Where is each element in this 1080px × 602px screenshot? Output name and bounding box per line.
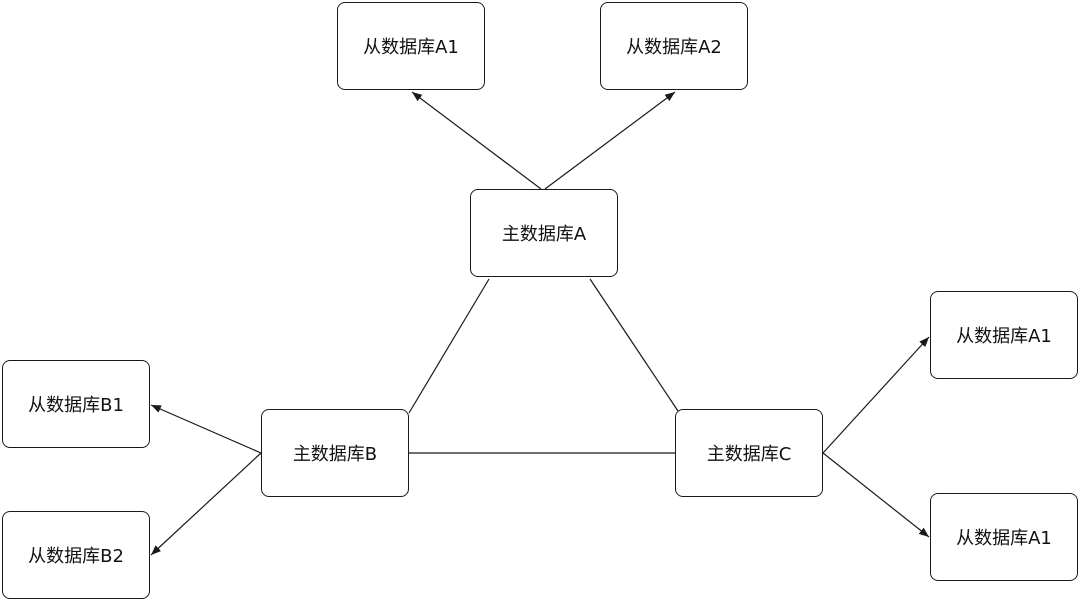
slave-db-c2-node: 从数据库A1 <box>930 493 1078 581</box>
slave-db-a1-node: 从数据库A1 <box>337 2 485 90</box>
edge-master-c-slave-c1 <box>822 336 930 454</box>
edge-master-a-master-b <box>408 278 490 414</box>
slave-db-b1-node: 从数据库B1 <box>2 360 150 448</box>
slave-db-a2-node: 从数据库A2 <box>600 2 748 90</box>
edge-master-b-slave-b1 <box>150 404 262 454</box>
master-db-c-node: 主数据库C <box>675 409 823 497</box>
edge-master-b-slave-b2 <box>150 452 262 556</box>
edge-master-a-master-c <box>589 278 679 412</box>
master-db-a-node: 主数据库A <box>470 189 618 277</box>
slave-db-c1-node: 从数据库A1 <box>930 291 1078 379</box>
edge-master-a-slave-a1 <box>411 91 542 190</box>
master-db-b-node: 主数据库B <box>261 409 409 497</box>
edge-master-a-slave-a2 <box>544 91 676 190</box>
edge-master-c-slave-c2 <box>822 452 930 538</box>
slave-db-b2-node: 从数据库B2 <box>2 511 150 599</box>
